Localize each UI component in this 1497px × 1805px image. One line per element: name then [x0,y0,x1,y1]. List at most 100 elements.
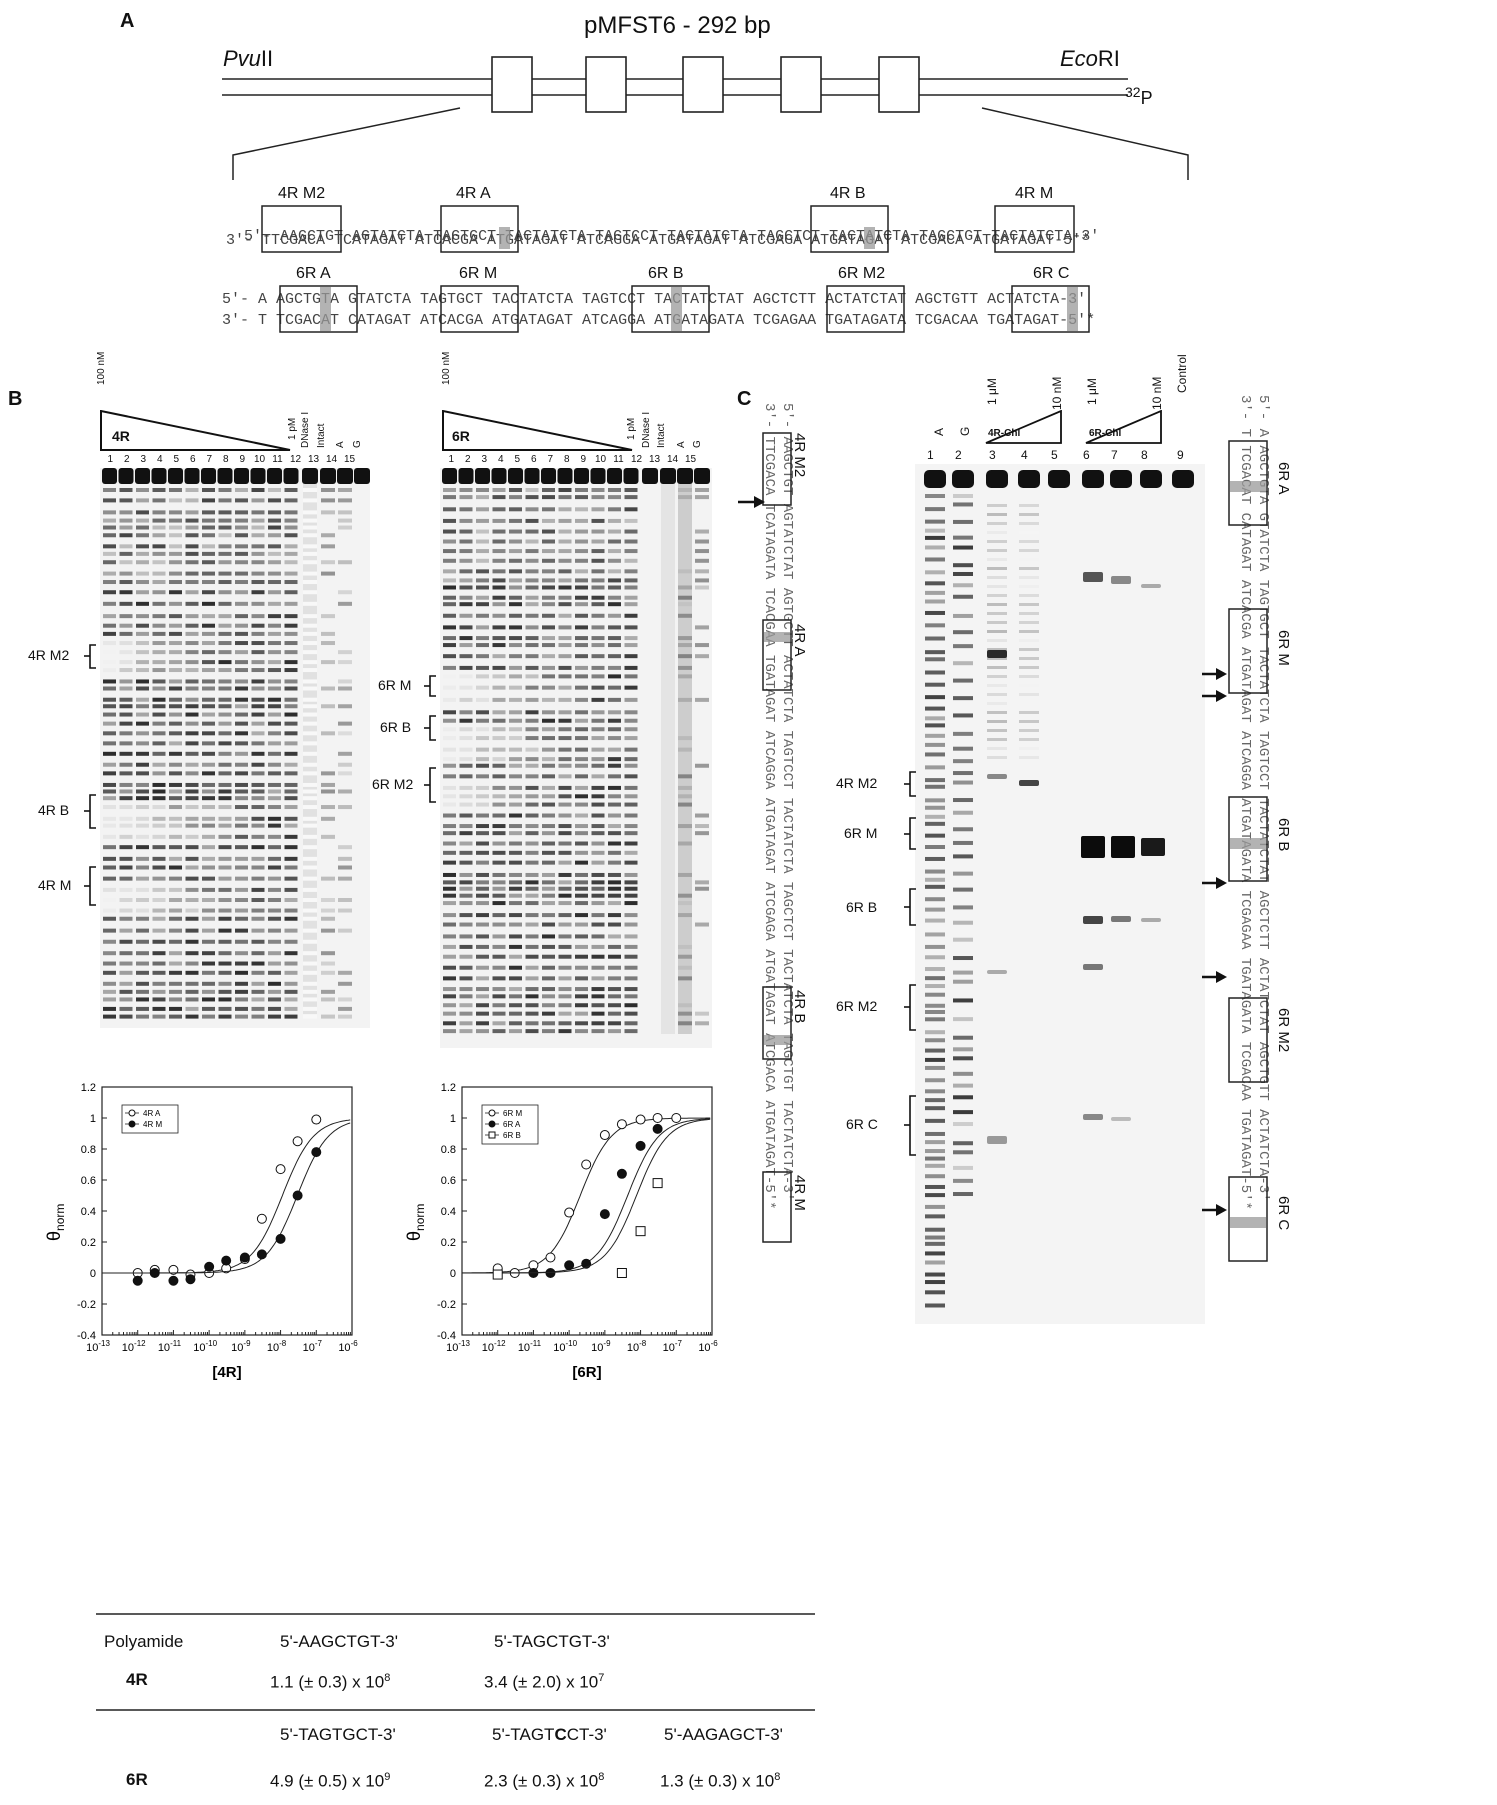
y-tick-label: 0.6 [441,1175,456,1187]
y-tick-label: 0.2 [441,1237,456,1249]
panel-a-letter: A [120,10,135,32]
y-tick-label: 1 [90,1113,96,1125]
gel6r-site-6r-m2: 6R M2 [372,776,414,792]
site-label-4r-a: 4R A [456,185,491,202]
data-point [581,1159,592,1170]
y-tick-label: 0.4 [81,1206,96,1218]
x-tick-label: 10-12 [482,1339,506,1354]
panelc-4rchl-label: 4R-Chl [988,428,1021,439]
data-point [671,1113,682,1123]
y-tick-label: 1.2 [81,1082,96,1094]
x-tick-label: 10-11 [518,1339,542,1354]
y-tick-label: 0.2 [81,1237,96,1249]
chart-legend: 6R M6R A6R B [481,1104,539,1145]
panelc-4rchl-wedge [985,410,1062,444]
y-tick-label: 0.6 [81,1175,96,1187]
data-point [652,1178,663,1189]
gel6r-site-6r-m: 6R M [378,677,412,693]
panel-c-letter: C [737,388,752,410]
legend-label: 6R A [503,1120,521,1129]
site-label-6r-c: 6R C [1033,265,1070,282]
panelc-left-arrow [738,496,765,508]
fit-curve [462,1118,711,1274]
data-point [599,1130,610,1141]
x-axis-label: [6R] [572,1364,601,1381]
panelc-site-6r-b: 6R B [846,899,878,915]
panelc-site-6r-m2: 6R M2 [836,998,878,1014]
x-tick-label: 10-12 [122,1339,146,1354]
data-point [168,1275,179,1286]
y-axis-label: θnorm [44,1204,67,1241]
site-label-6r-m2: 6R M2 [838,265,886,282]
data-point [149,1268,160,1278]
data-point [635,1114,646,1125]
data-point [599,1209,610,1220]
table-6r-name: 6R [126,1770,148,1789]
fit-curve [102,1122,351,1274]
table-4r-seq1: 5'-AAGCTGT-3' [280,1632,398,1651]
panelc-site-6r-m: 6R M [844,825,878,841]
x-tick-label: 10-8 [267,1339,287,1354]
x-tick-label: 10-7 [303,1339,323,1354]
y-tick-label: 0.8 [81,1144,96,1156]
site-label-6r-b: 6R B [648,265,684,282]
panelc-site-brackets [904,771,916,1156]
data-point [564,1207,575,1218]
gel4r-site-4r-m: 4R M [38,877,72,893]
table-header-polyamide: Polyamide [104,1632,184,1651]
site-label-6r-m: 6R M [459,265,498,282]
table-6r-value2: 2.3 (± 0.3) x 108 [484,1771,605,1791]
radiolabel: 32P [1125,84,1153,108]
table-4r-name: 4R [126,1670,148,1689]
table-6r-value1: 4.9 (± 0.5) x 109 [270,1771,391,1791]
panelc-6rchl-wedge [1085,410,1162,444]
x-tick-label: 10-7 [663,1339,683,1354]
table-4r-seq2: 5'-TAGCTGT-3' [494,1632,610,1651]
x-axis-label: [4R] [212,1364,241,1381]
panelc-right-sequence: 3'- T TCGACAT CATAGAT ATCACGA ATGATAGAT … [1228,395,1271,1262]
x-tick-label: 10-8 [627,1339,647,1354]
svg-text:3'- TTCGACA TCATAGATA TCACGAA: 3'- TTCGACA TCATAGATA TCACGAA TGATAGAT A… [761,403,777,1210]
table-6r-seq2: 5'-TAGTCCT-3' [492,1725,607,1744]
panelc-left-sequence: 3'- TTCGACA TCATAGATA TCACGAA TGATAGAT A… [761,403,795,1243]
y-tick-label: 1.2 [441,1082,456,1094]
y-tick-label: -0.4 [77,1330,96,1342]
data-point [185,1274,196,1285]
data-point [545,1252,556,1263]
data-point [168,1264,179,1275]
y-tick-label: 1 [450,1113,456,1125]
gel-image-panel-c [915,464,1205,1324]
legend-marker [488,1109,496,1117]
data-point [635,1140,646,1151]
x-tick-label: 10-10 [193,1339,217,1354]
data-point [616,1268,627,1278]
x-tick-label: 10-9 [591,1339,611,1354]
x-tick-label: 10-13 [86,1339,110,1354]
legend-label: 4R M [143,1120,162,1129]
x-tick-label: 10-11 [158,1339,182,1354]
svg-text:3'- T TCGACAT CATAGAT ATCACGA: 3'- T TCGACAT CATAGAT ATCACGA ATGATAGAT … [1237,395,1253,1210]
legend-label: 4R A [143,1109,161,1118]
panelc-6rchl-label: 6R-Chl [1089,428,1122,439]
gel4r-site-4r-b: 4R B [38,802,70,818]
y-tick-label: 0 [90,1268,96,1280]
data-point [292,1190,303,1201]
data-point [652,1113,663,1123]
y-tick-label: 0 [450,1268,456,1280]
legend-marker [488,1131,496,1139]
data-point [256,1213,267,1224]
data-point [275,1233,286,1244]
table-6r-value3: 1.3 (± 0.3) x 108 [660,1771,781,1791]
data-point [635,1226,646,1237]
data-point [275,1164,286,1175]
data-point [492,1269,503,1280]
panelc-site-4r-m2: 4R M2 [836,775,878,791]
data-point [256,1249,267,1260]
table-6r-seq3: 5'-AAGAGCT-3' [664,1725,783,1744]
y-tick-label: 0.8 [441,1144,456,1156]
gel6r-compound-label: 6R [452,428,470,444]
y-tick-label: -0.2 [437,1299,456,1311]
y-tick-label: 0.4 [441,1206,456,1218]
